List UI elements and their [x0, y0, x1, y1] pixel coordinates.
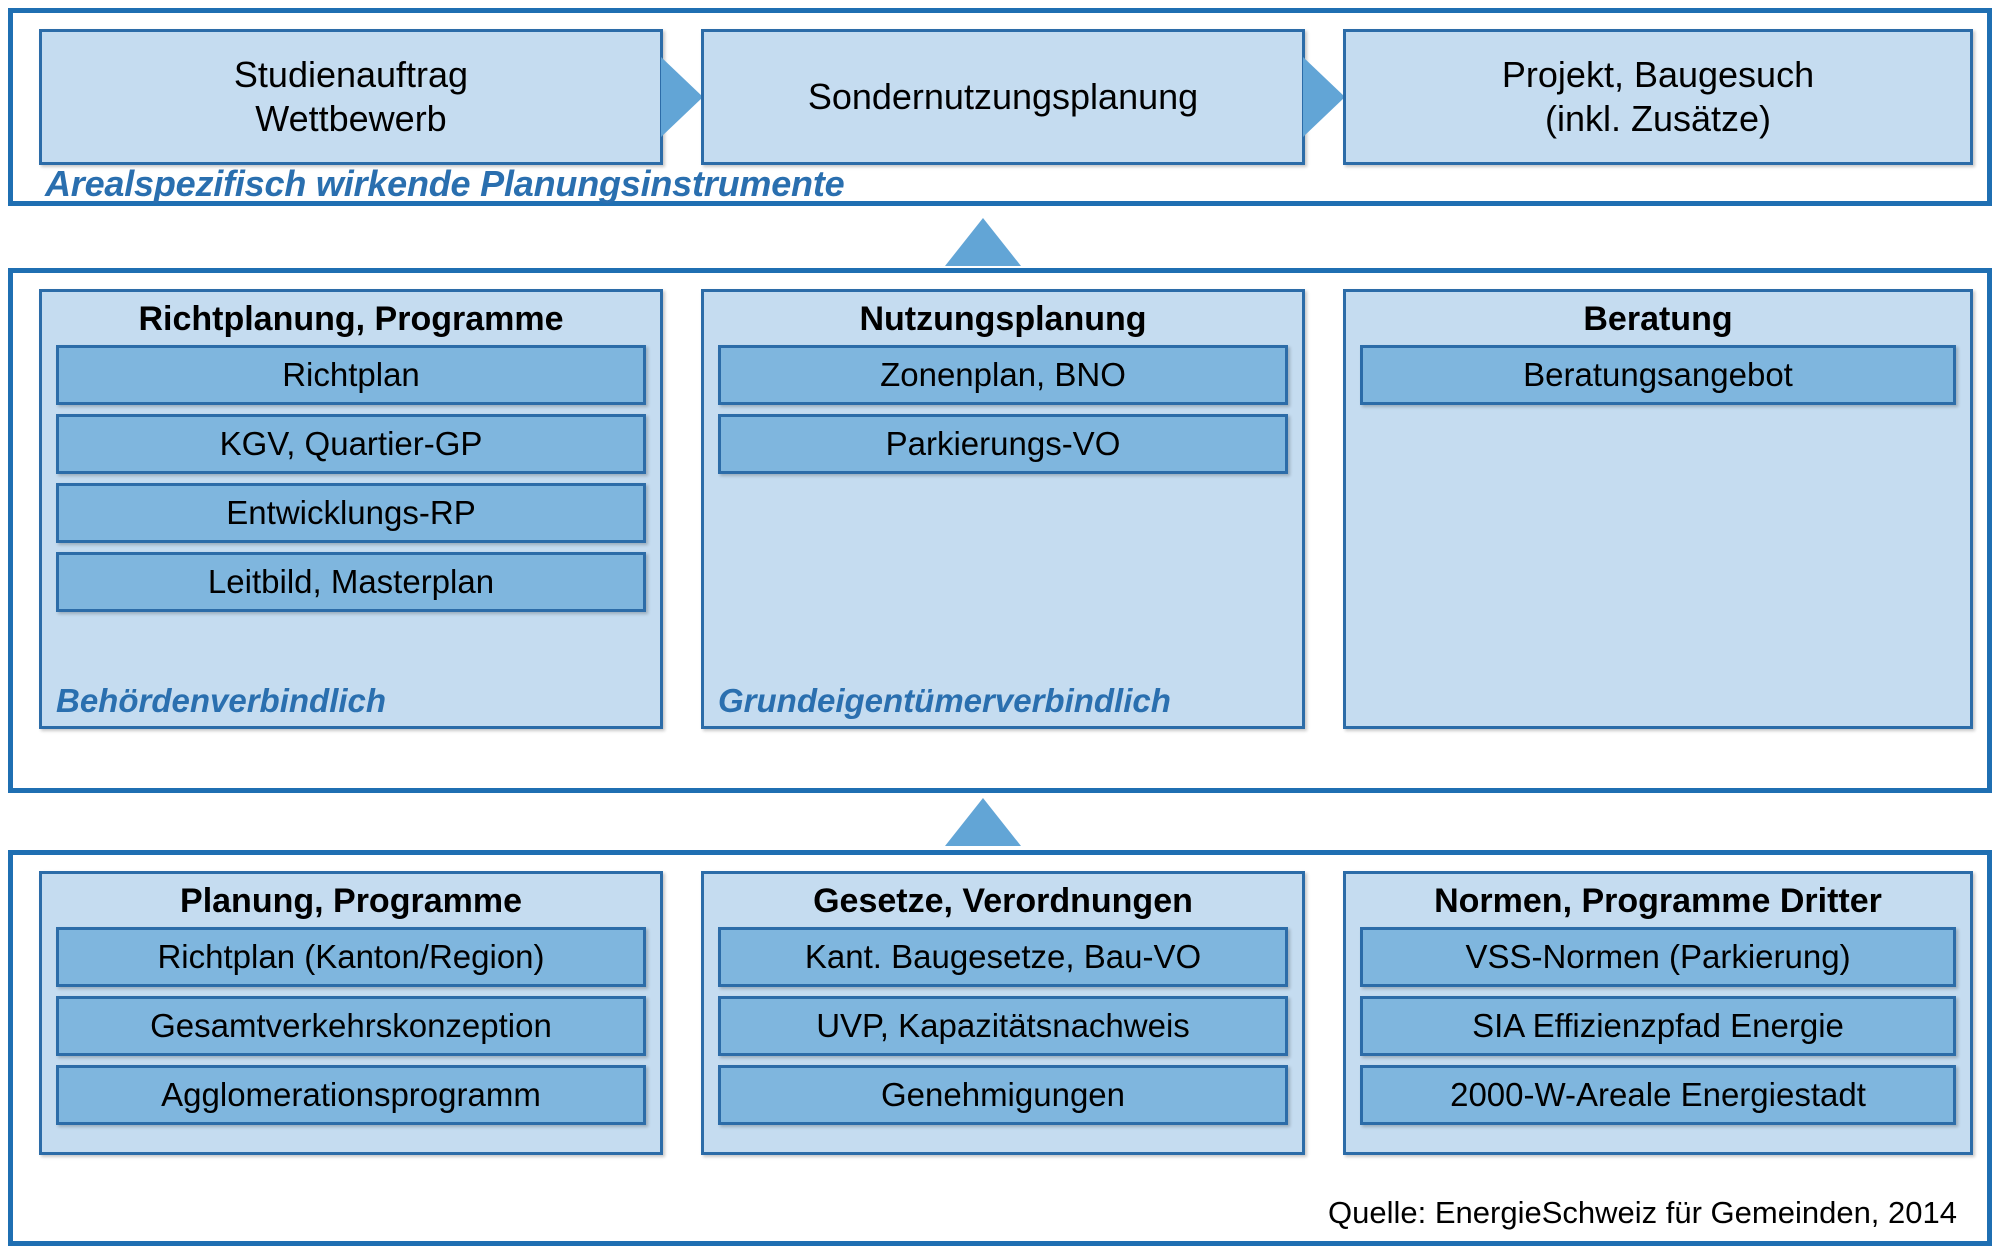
category-title: Gesetze, Verordnungen — [813, 882, 1193, 920]
category-item-list: Kant. Baugesetze, Bau-VO UVP, Kapazitäts… — [704, 927, 1302, 1125]
category-panel-nutzungsplanung[interactable]: Nutzungsplanung Zonenplan, BNO Parkierun… — [701, 289, 1305, 729]
level-arealspezifisch: Studienauftrag Wettbewerb Sondernutzungs… — [8, 8, 1992, 206]
up-arrow-icon-bottom-to-mid — [945, 798, 1021, 846]
level-ueberkommunal: Planung, Programme Richtplan (Kanton/Reg… — [8, 850, 1992, 1246]
list-item[interactable]: Zonenplan, BNO — [718, 345, 1288, 405]
binding-note-behoerdenverbindlich: Behördenverbindlich — [56, 682, 387, 719]
list-item[interactable]: Gesamtverkehrskonzeption — [56, 996, 646, 1056]
level-caption-arealspezifisch: Arealspezifisch wirkende Planungsinstrum… — [45, 163, 845, 204]
process-box-studienauftrag[interactable]: Studienauftrag Wettbewerb — [39, 29, 663, 165]
list-item[interactable]: Kant. Baugesetze, Bau-VO — [718, 927, 1288, 987]
source-note: Quelle: EnergieSchweiz für Gemeinden, 20… — [1328, 1195, 1957, 1230]
category-title: Nutzungsplanung — [859, 300, 1147, 338]
list-item[interactable]: SIA Effizienzpfad Energie — [1360, 996, 1956, 1056]
chevron-right-icon-2 — [1303, 57, 1345, 137]
category-title: Planung, Programme — [180, 882, 522, 920]
list-item[interactable]: Entwicklungs-RP — [56, 483, 646, 543]
list-item[interactable]: Richtplan — [56, 345, 646, 405]
process-box-sondernutzungsplanung[interactable]: Sondernutzungsplanung — [701, 29, 1305, 165]
list-item[interactable]: UVP, Kapazitätsnachweis — [718, 996, 1288, 1056]
category-panel-normen-programme-dritter[interactable]: Normen, Programme Dritter VSS-Normen (Pa… — [1343, 871, 1973, 1155]
category-title: Beratung — [1583, 300, 1733, 338]
list-item[interactable]: Beratungsangebot — [1360, 345, 1956, 405]
category-panel-richtplanung-programme[interactable]: Richtplanung, Programme Richtplan KGV, Q… — [39, 289, 663, 729]
list-item[interactable]: Richtplan (Kanton/Region) — [56, 927, 646, 987]
list-item[interactable]: Parkierungs-VO — [718, 414, 1288, 474]
category-title: Normen, Programme Dritter — [1434, 882, 1882, 920]
level-kommunal: Richtplanung, Programme Richtplan KGV, Q… — [8, 268, 1992, 1026]
list-item[interactable]: Leitbild, Masterplan — [56, 552, 646, 612]
list-item[interactable]: Genehmigungen — [718, 1065, 1288, 1125]
list-item[interactable]: KGV, Quartier-GP — [56, 414, 646, 474]
list-item[interactable]: VSS-Normen (Parkierung) — [1360, 927, 1956, 987]
process-box-label: Projekt, Baugesuch (inkl. Zusätze) — [1501, 54, 1815, 139]
binding-note-grundeigentuemerverbindlich: Grundeigentümerverbindlich — [718, 682, 1171, 719]
process-box-label: Sondernutzungsplanung — [807, 76, 1199, 118]
process-box-label: Studienauftrag Wettbewerb — [233, 54, 469, 139]
category-panel-gesetze-verordnungen[interactable]: Gesetze, Verordnungen Kant. Baugesetze, … — [701, 871, 1305, 1155]
list-item[interactable]: Agglomerationsprogramm — [56, 1065, 646, 1125]
process-box-projekt-baugesuch[interactable]: Projekt, Baugesuch (inkl. Zusätze) — [1343, 29, 1973, 165]
category-item-list: Zonenplan, BNO Parkierungs-VO — [704, 345, 1302, 474]
category-title: Richtplanung, Programme — [138, 300, 564, 338]
category-panel-beratung[interactable]: Beratung Beratungsangebot — [1343, 289, 1973, 729]
category-item-list: VSS-Normen (Parkierung) SIA Effizienzpfa… — [1346, 927, 1970, 1125]
list-item[interactable]: 2000-W-Areale Energiestadt — [1360, 1065, 1956, 1125]
chevron-right-icon-1 — [661, 57, 703, 137]
category-item-list: Richtplan KGV, Quartier-GP Entwicklungs-… — [42, 345, 660, 612]
category-panel-planung-programme[interactable]: Planung, Programme Richtplan (Kanton/Reg… — [39, 871, 663, 1155]
category-item-list: Richtplan (Kanton/Region) Gesamtverkehrs… — [42, 927, 660, 1125]
category-item-list: Beratungsangebot — [1346, 345, 1970, 405]
up-arrow-icon-mid-to-top — [945, 218, 1021, 266]
